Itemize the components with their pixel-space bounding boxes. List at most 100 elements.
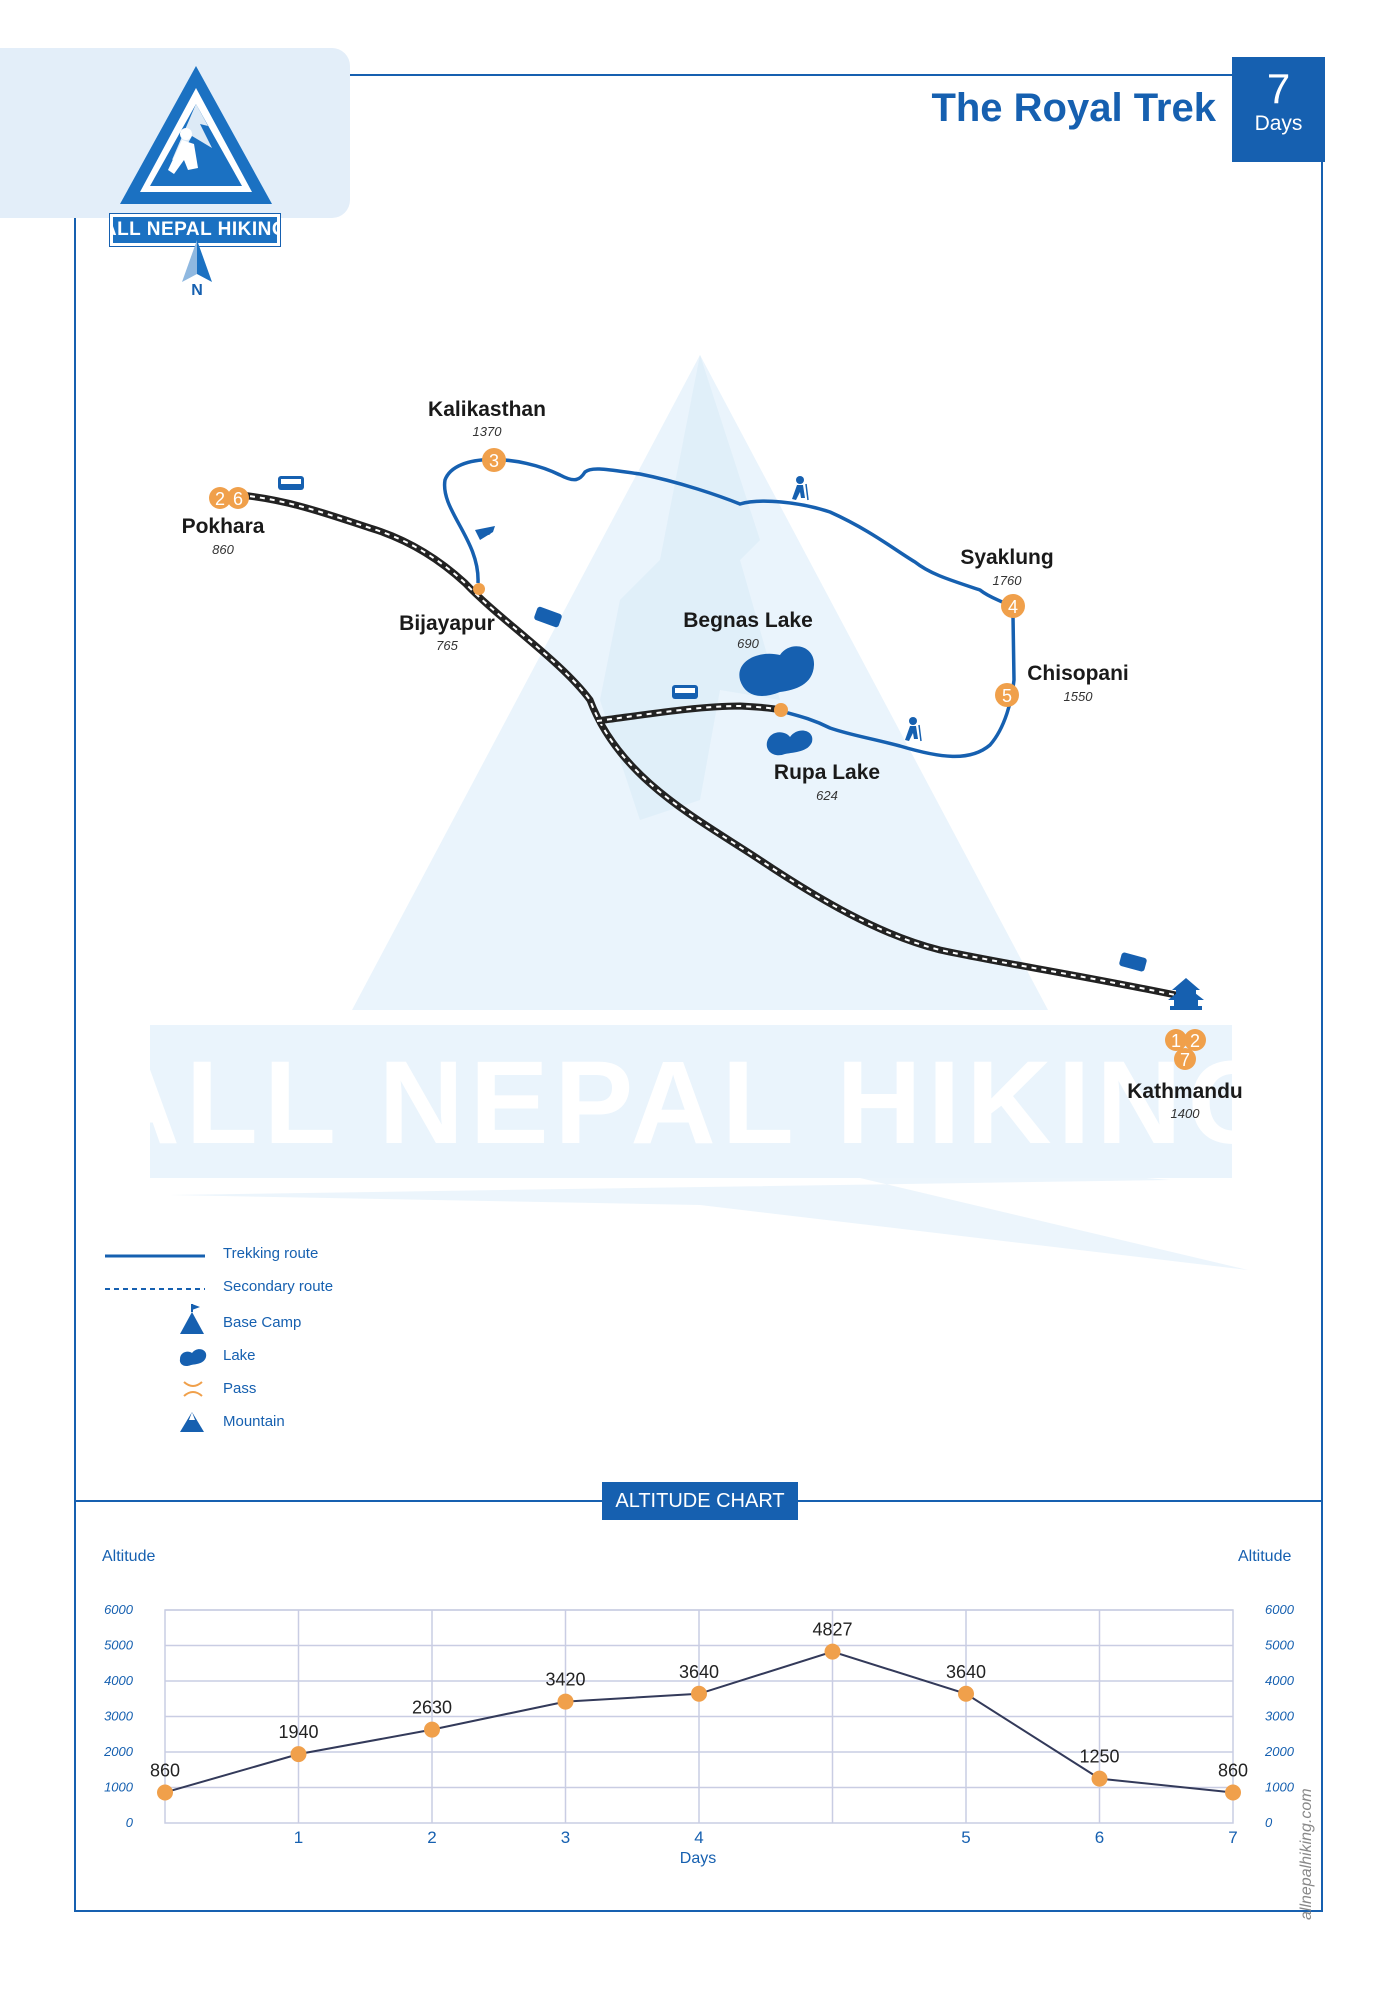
bus-icon — [1119, 952, 1147, 972]
altitude-point — [557, 1693, 574, 1710]
y-tick-label-left: 2000 — [103, 1744, 134, 1759]
place-elevation-kathmandu: 1400 — [1170, 1106, 1200, 1121]
day-marker: 4 — [1001, 594, 1025, 618]
altitude-point — [157, 1784, 173, 1801]
x-tick-label: 3 — [561, 1828, 570, 1847]
altitude-value-label: 860 — [1218, 1760, 1248, 1780]
place-name-kalikasthan: Kalikasthan — [428, 398, 546, 421]
altitude-value-label: 3640 — [679, 1662, 719, 1682]
day-marker: 3 — [482, 448, 506, 472]
begnas-lake-icon — [739, 646, 815, 696]
place-name-pokhara: Pokhara — [181, 515, 265, 538]
duration-value: 7 — [1266, 65, 1291, 112]
day-markers: 2 6 3 4 5 1 2 7 — [209, 448, 1206, 1070]
brand-name: ALL NEPAL HIKING — [103, 213, 287, 247]
y-tick-label-right: 0 — [1265, 1815, 1273, 1830]
day-marker-label: 2 — [215, 489, 225, 509]
place-name-syaklung: Syaklung — [960, 546, 1054, 569]
altitude-point — [691, 1685, 707, 1702]
place-name-bijayapur: Bijayapur — [399, 612, 495, 635]
bus-icon — [278, 476, 304, 490]
mountain-icon — [180, 1412, 204, 1432]
x-axis-title: Days — [680, 1850, 716, 1867]
north-arrow-icon — [182, 240, 212, 282]
place-name-begnas-lake: Begnas Lake — [683, 609, 813, 632]
y-tick-label-right: 5000 — [1265, 1638, 1295, 1653]
altitude-value-label: 3640 — [946, 1662, 986, 1682]
day-marker-label: 7 — [1180, 1050, 1190, 1070]
day-marker: 2 — [209, 487, 231, 509]
day-marker: 2 — [1184, 1029, 1206, 1051]
x-tick-label: 1 — [294, 1828, 303, 1847]
y-tick-label-right: 1000 — [1265, 1780, 1295, 1795]
day-marker: 1 — [1165, 1029, 1187, 1051]
pass-icon — [183, 1381, 203, 1397]
place-elevation-begnas-lake: 690 — [737, 636, 759, 651]
day-marker-label: 2 — [1190, 1031, 1200, 1051]
place-elevation-kalikasthan: 1370 — [472, 424, 502, 439]
altitude-chart-heading: ALTITUDE CHART — [602, 1482, 798, 1520]
website-url: allnepalhiking.com — [1298, 1788, 1315, 1920]
legend-label-trekking-route: Trekking route — [223, 1245, 319, 1262]
altitude-point — [958, 1685, 974, 1702]
altitude-value-label: 860 — [150, 1760, 180, 1780]
x-tick-label: 7 — [1228, 1828, 1237, 1847]
altitude-value-label: 3420 — [545, 1670, 585, 1690]
mountain-logo-icon — [120, 66, 272, 204]
hiker-icon — [905, 717, 922, 742]
x-tick-label: 4 — [694, 1828, 703, 1847]
right-axis-label: Altitude — [1238, 1548, 1292, 1565]
legend-label-base-camp: Base Camp — [223, 1314, 302, 1331]
place-elevation-pokhara: 860 — [212, 542, 234, 557]
tent-icon — [180, 1304, 204, 1334]
y-tick-label-left: 6000 — [104, 1602, 134, 1617]
page-frame — [74, 74, 1323, 1912]
place-name-kathmandu: Kathmandu — [1127, 1080, 1243, 1103]
legend-label-pass: Pass — [223, 1380, 257, 1397]
temple-icon — [1168, 978, 1204, 1010]
bus-icon — [672, 685, 698, 699]
altitude-value-label: 4827 — [812, 1620, 852, 1640]
day-marker-label: 1 — [1171, 1031, 1181, 1051]
place-elevation-rupa-lake: 624 — [816, 788, 838, 803]
x-tick-label: 5 — [961, 1828, 970, 1847]
left-axis-label: Altitude — [102, 1548, 156, 1565]
duration-badge: 7 Days — [1232, 57, 1325, 162]
place-elevation-bijayapur: 765 — [436, 638, 458, 653]
legend-label-mountain: Mountain — [223, 1413, 285, 1430]
y-tick-label-right: 6000 — [1265, 1602, 1295, 1617]
day-marker: 5 — [995, 683, 1019, 707]
day-marker: 7 — [1174, 1048, 1196, 1070]
paraglider-icon — [475, 526, 495, 540]
place-name-chisopani: Chisopani — [1027, 662, 1129, 685]
altitude-point — [290, 1746, 307, 1763]
legend-label-secondary-route: Secondary route — [223, 1278, 334, 1295]
altitude-value-label: 2630 — [412, 1698, 452, 1718]
y-tick-label-left: 5000 — [104, 1638, 134, 1653]
place-elevation-chisopani: 1550 — [1063, 689, 1093, 704]
watermark-logo — [150, 355, 1248, 1270]
altitude-point — [424, 1721, 440, 1738]
altitude-value-label: 1250 — [1079, 1747, 1119, 1767]
bus-icon — [534, 606, 562, 628]
y-tick-label-left: 0 — [126, 1815, 134, 1830]
y-tick-label-left: 4000 — [104, 1673, 134, 1688]
begnas-junction — [774, 703, 788, 717]
page-title: The Royal Trek — [931, 86, 1216, 130]
altitude-point — [1091, 1770, 1108, 1787]
altitude-point — [1225, 1784, 1241, 1801]
legend-label-lake: Lake — [223, 1347, 256, 1364]
day-marker-label: 3 — [489, 451, 499, 471]
watermark-text: ALL NEPAL HIKING — [95, 1037, 1286, 1169]
day-marker-label: 6 — [233, 489, 243, 509]
day-marker-label: 4 — [1008, 597, 1018, 617]
day-marker: 6 — [227, 487, 249, 509]
place-elevation-syaklung: 1760 — [992, 573, 1022, 588]
hiker-icon — [792, 476, 809, 501]
altitude-value-label: 1940 — [278, 1722, 318, 1742]
y-tick-label-left: 1000 — [104, 1780, 134, 1795]
bijayapur-junction — [473, 583, 485, 595]
north-label: N — [191, 282, 203, 299]
y-tick-label-right: 3000 — [1265, 1709, 1295, 1724]
